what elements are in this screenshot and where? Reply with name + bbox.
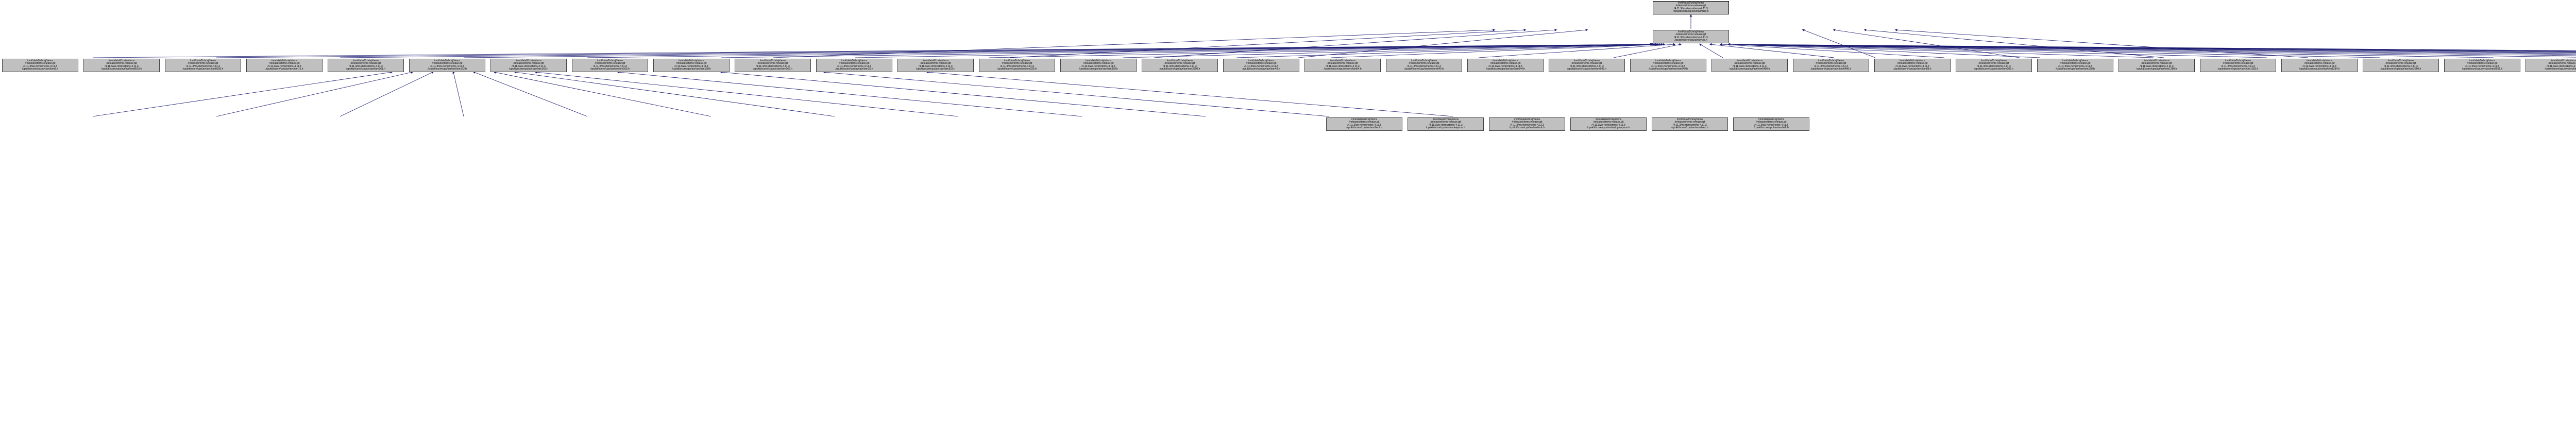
- node-iom8-h[interactable]: /mnt/data0/chrisj/rtems /releases/rtems-…: [2, 59, 78, 72]
- node-iom644-h[interactable]: /mnt/data0/chrisj/rtems /releases/rtems-…: [1467, 59, 1544, 72]
- node-a4[interactable]: /mnt/data0/chrisj/rtems /releases/rtems-…: [1652, 117, 1728, 131]
- node-iom1280-h[interactable]: /mnt/data0/chrisj/rtems /releases/rtems-…: [2119, 59, 2195, 72]
- node-iom1281-h[interactable]: /mnt/data0/chrisj/rtems /releases/rtems-…: [2200, 59, 2276, 72]
- node-iom640-h[interactable]: /mnt/data0/chrisj/rtems /releases/rtems-…: [1386, 59, 1462, 72]
- node-a2[interactable]: /mnt/data0/chrisj/rtems /releases/rtems-…: [1489, 117, 1565, 131]
- node-iotn13-h[interactable]: /mnt/data0/chrisj/rtems /releases/rtems-…: [2526, 59, 2576, 72]
- node-iom165-h[interactable]: /mnt/data0/chrisj/rtems /releases/rtems-…: [572, 59, 648, 72]
- node-a1[interactable]: /mnt/data0/chrisj/rtems /releases/rtems-…: [1408, 117, 1484, 131]
- node-a0[interactable]: /mnt/data0/chrisj/rtems /releases/rtems-…: [1326, 117, 1402, 131]
- node-iom6490-h[interactable]: /mnt/data0/chrisj/rtems /releases/rtems-…: [1793, 59, 1869, 72]
- node-iom1284-h[interactable]: /mnt/data0/chrisj/rtems /releases/rtems-…: [2281, 59, 2358, 72]
- node-iom163-h[interactable]: /mnt/data0/chrisj/rtems /releases/rtems-…: [490, 59, 567, 72]
- node-iom103-h[interactable]: /mnt/data0/chrisj/rtems /releases/rtems-…: [1956, 59, 2032, 72]
- node-iom3290-h[interactable]: /mnt/data0/chrisj/rtems /releases/rtems-…: [1142, 59, 1218, 72]
- node-iom88-h[interactable]: /mnt/data0/chrisj/rtems /releases/rtems-…: [1874, 59, 1951, 72]
- node-iom169-h[interactable]: /mnt/data0/chrisj/rtems /releases/rtems-…: [735, 59, 811, 72]
- node-iom649-h[interactable]: /mnt/data0/chrisj/rtems /releases/rtems-…: [1630, 59, 1706, 72]
- node-iom162-h[interactable]: /mnt/data0/chrisj/rtems /releases/rtems-…: [409, 59, 485, 72]
- node-iom161-h[interactable]: /mnt/data0/chrisj/rtems /releases/rtems-…: [328, 59, 404, 72]
- node-iom2560-h[interactable]: /mnt/data0/chrisj/rtems /releases/rtems-…: [2363, 59, 2439, 72]
- node-iom16-h[interactable]: /mnt/data0/chrisj/rtems /releases/rtems-…: [246, 59, 323, 72]
- node-iom8515-h[interactable]: /mnt/data0/chrisj/rtems /releases/rtems-…: [83, 59, 160, 72]
- node-iom48-h[interactable]: /mnt/data0/chrisj/rtems /releases/rtems-…: [1223, 59, 1299, 72]
- node-iom325-h[interactable]: /mnt/data0/chrisj/rtems /releases/rtems-…: [979, 59, 1055, 72]
- node-iom8535-h[interactable]: /mnt/data0/chrisj/rtems /releases/rtems-…: [165, 59, 241, 72]
- node-iom645-h[interactable]: /mnt/data0/chrisj/rtems /releases/rtems-…: [1549, 59, 1625, 72]
- node-iom168-h[interactable]: /mnt/data0/chrisj/rtems /releases/rtems-…: [653, 59, 730, 72]
- node-root-fuse-h[interactable]: /mnt/data0/chrisj/rtems /releases/rtems-…: [1653, 1, 1729, 14]
- node-iom64-h[interactable]: /mnt/data0/chrisj/rtems /releases/rtems-…: [1304, 59, 1381, 72]
- node-iom329-h[interactable]: /mnt/data0/chrisj/rtems /releases/rtems-…: [1060, 59, 1137, 72]
- node-iom32-h[interactable]: /mnt/data0/chrisj/rtems /releases/rtems-…: [816, 59, 892, 72]
- node-io-h[interactable]: /mnt/data0/chrisj/rtems /releases/rtems-…: [1653, 30, 1729, 43]
- node-a5[interactable]: /mnt/data0/chrisj/rtems /releases/rtems-…: [1733, 117, 1809, 131]
- node-a3[interactable]: /mnt/data0/chrisj/rtems /releases/rtems-…: [1570, 117, 1647, 131]
- node-iom2561-h[interactable]: /mnt/data0/chrisj/rtems /releases/rtems-…: [2444, 59, 2520, 72]
- node-iom323-h[interactable]: /mnt/data0/chrisj/rtems /releases/rtems-…: [897, 59, 974, 72]
- node-iom128-h[interactable]: /mnt/data0/chrisj/rtems /releases/rtems-…: [2037, 59, 2113, 72]
- node-iom6450-h[interactable]: /mnt/data0/chrisj/rtems /releases/rtems-…: [1711, 59, 1788, 72]
